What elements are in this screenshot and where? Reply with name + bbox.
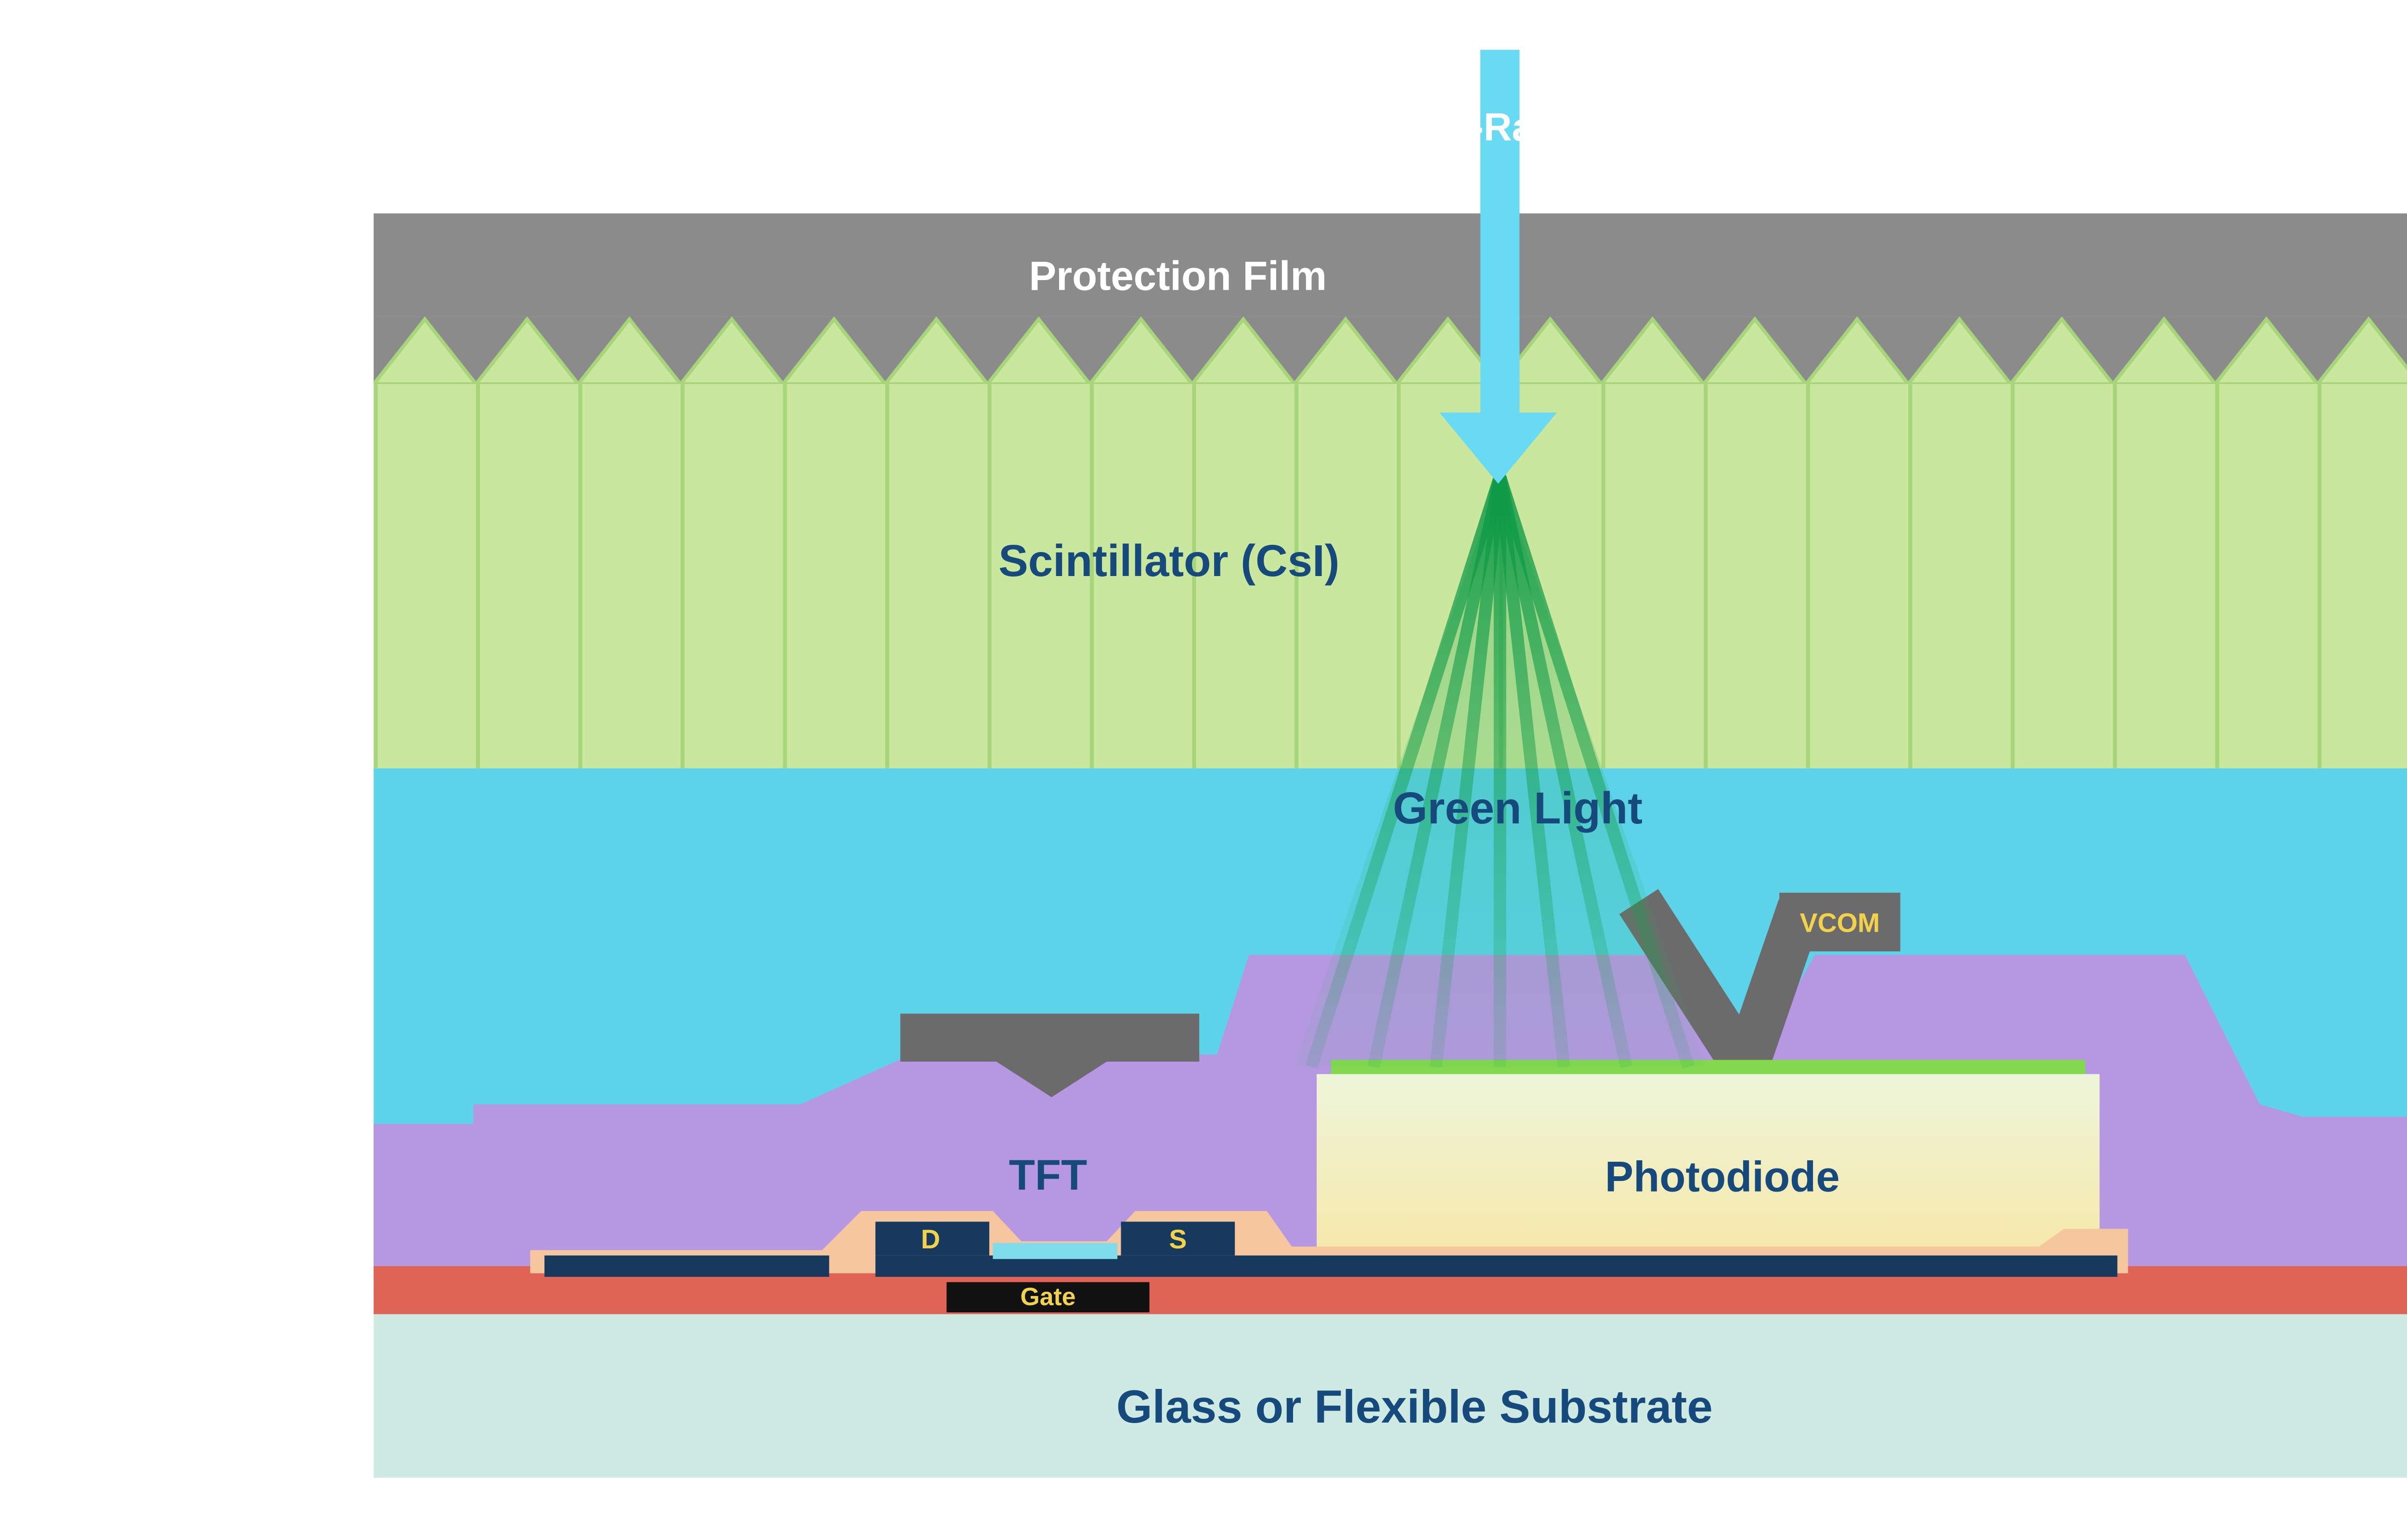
scintillator-layer — [374, 384, 2407, 769]
source-label: S — [1169, 1224, 1187, 1254]
drain-label: D — [921, 1224, 940, 1254]
xray-label: X-Ray — [1445, 105, 1555, 149]
xray-arrow-icon — [1439, 50, 1557, 484]
substrate-layer — [374, 1314, 2407, 1478]
gate-label: Gate — [1021, 1283, 1076, 1310]
tft-label: TFT — [1009, 1151, 1087, 1199]
scintillator-needle-tips — [374, 316, 2407, 385]
drain-electrode — [875, 1221, 990, 1256]
green-light-label: Green Light — [1393, 783, 1643, 833]
gate-electrode — [946, 1282, 1150, 1313]
tft-light-shield — [900, 1014, 1200, 1097]
vcom-electrode-cap — [1779, 892, 1901, 951]
left-metal-line — [544, 1255, 829, 1277]
green-light-rays — [1294, 475, 1707, 1069]
vcom-label: VCOM — [1800, 908, 1880, 937]
scintillator-label: Scintillator (CsI) — [998, 536, 1339, 586]
photodiode-label: Photodiode — [1605, 1153, 1840, 1201]
photodiode-block — [1317, 1074, 2100, 1248]
source-electrode — [1121, 1221, 1235, 1256]
tft-channel — [993, 1243, 1118, 1259]
protection-film-label: Protection Film — [1029, 253, 1327, 299]
substrate-label: Glass or Flexible Substrate — [1116, 1381, 1713, 1433]
